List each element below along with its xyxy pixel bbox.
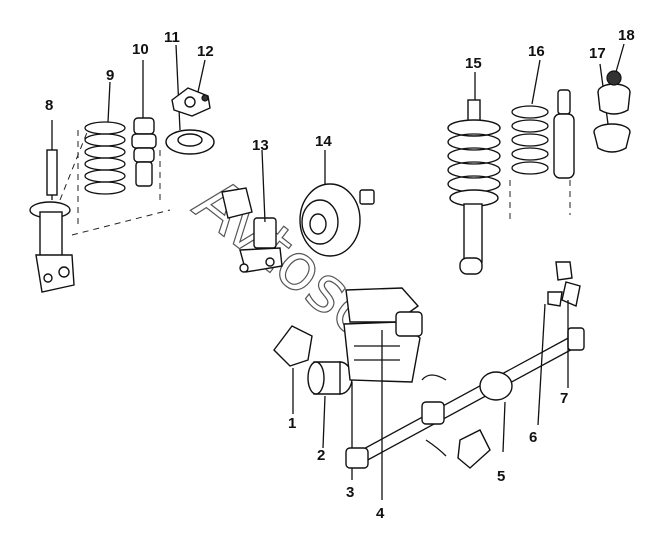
front-strut-8 [29,120,171,293]
rear-shock-15 [447,72,501,275]
callout-13: 13 [252,137,269,154]
callout-6: 6 [529,429,537,446]
spring-seat-11 [159,44,215,200]
callout-8: 8 [45,97,53,114]
callout-2: 2 [317,447,325,464]
callout-4: 4 [376,505,385,522]
callout-16: 16 [528,43,545,60]
callout-17: 17 [589,45,606,62]
callout-3: 3 [346,484,354,501]
callout-9: 9 [106,67,114,84]
control-block-3-4 [343,287,423,500]
bump-stop-10 [131,60,157,187]
bracket-1 [273,325,313,414]
propeller-shaft-5 [345,327,585,469]
bump-cup-18 [597,43,631,115]
bracket-7 [555,261,581,388]
coil-spring-9 [77,81,126,225]
callout-11: 11 [164,29,180,46]
rubber-cup-17 [593,63,631,153]
brake-booster-14 [299,150,375,257]
bushing-2 [307,361,353,449]
callout-7: 7 [560,390,568,407]
callout-18: 18 [618,27,635,44]
valve-assembly-13 [221,149,283,273]
callout-10: 10 [132,41,149,58]
top-mount-12 [171,59,211,117]
callout-15: 15 [465,55,482,72]
callout-1: 1 [288,415,296,432]
callout-14: 14 [315,133,332,150]
callout-12: 12 [197,43,214,60]
callout-5: 5 [497,468,505,485]
rear-spring-16 [509,59,575,220]
bracket-6 [537,291,563,426]
